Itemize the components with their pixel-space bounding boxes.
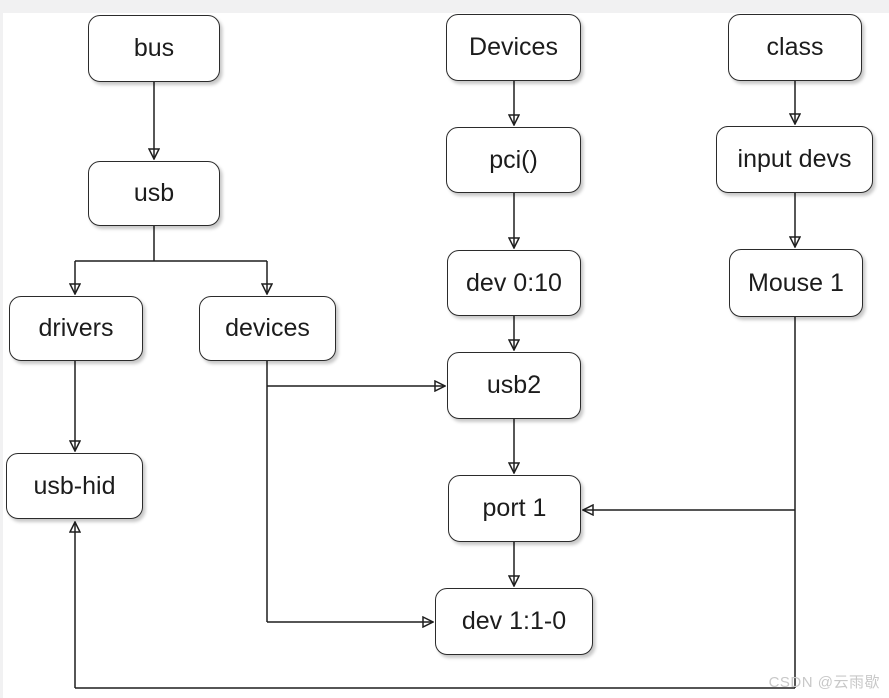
page-top-edge bbox=[0, 0, 889, 13]
page-left-edge bbox=[0, 0, 3, 698]
node-devices: devices bbox=[199, 296, 336, 361]
node-dev-1-1-0: dev 1:1-0 bbox=[435, 588, 593, 655]
node-usb: usb bbox=[88, 161, 220, 226]
node-usb-hid: usb-hid bbox=[6, 453, 143, 519]
node-bus: bus bbox=[88, 15, 220, 82]
watermark: CSDN @云雨歇 bbox=[768, 674, 880, 691]
node-drivers: drivers bbox=[9, 296, 143, 361]
node-port-1: port 1 bbox=[448, 475, 581, 542]
node-usb2: usb2 bbox=[447, 352, 581, 419]
node-devices-root: Devices bbox=[446, 14, 581, 81]
node-pci: pci() bbox=[446, 127, 581, 193]
node-dev-0-10: dev 0:10 bbox=[447, 250, 581, 316]
node-mouse-1: Mouse 1 bbox=[729, 249, 863, 317]
node-input-devs: input devs bbox=[716, 126, 873, 193]
node-class: class bbox=[728, 14, 862, 81]
